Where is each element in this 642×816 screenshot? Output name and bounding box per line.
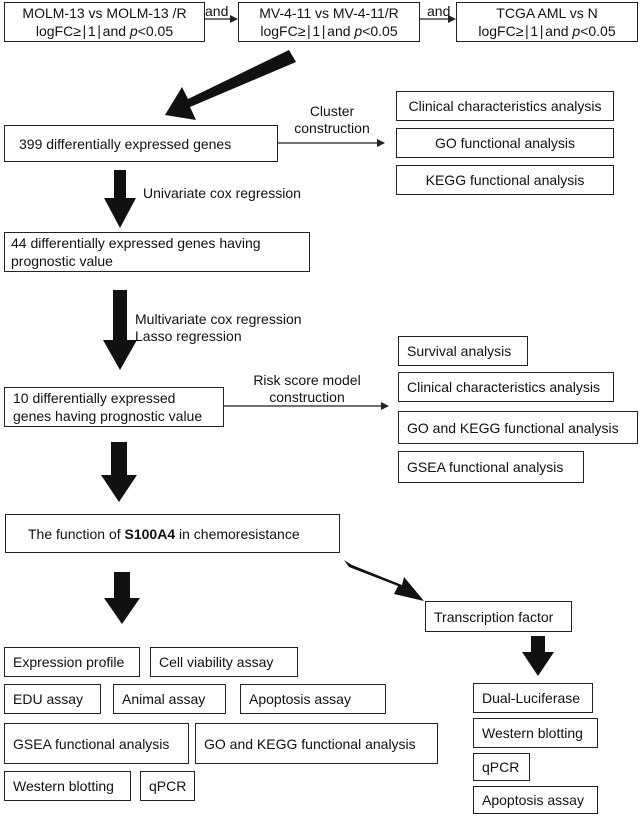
stage3-output-survival: Survival analysis: [398, 336, 528, 366]
tf-output-dual-luciferase: Dual-Luciferase: [473, 683, 593, 713]
tf-output-western: Western blotting: [473, 718, 598, 748]
and-label-1: and: [205, 3, 229, 19]
comparison-box-tcga: TCGA AML vs N logFC≥∣1∣and p<0.05: [456, 2, 638, 42]
and-label-2: and: [427, 3, 451, 19]
comparison-box-molm13: MOLM-13 vs MOLM-13 /R logFC≥∣1∣and p<0.0…: [4, 2, 205, 42]
stage1-box: 399 differentially expressed genes: [4, 125, 278, 162]
stage1-output-clinical: Clinical characteristics analysis: [396, 91, 614, 121]
comparison-line-2: logFC≥∣1∣and p<0.05: [35, 23, 174, 39]
assay-expression-profile: Expression profile: [4, 647, 140, 677]
big-arrow-down-1: [104, 170, 136, 228]
comparison-line-1: MOLM-13 vs MOLM-13 /R: [22, 5, 187, 21]
stage1-label: 399 differentially expressed genes: [19, 135, 232, 152]
stage3-output-gsea: GSEA functional analysis: [398, 451, 584, 483]
comparison-line-2: logFC≥∣1∣and p<0.05: [478, 23, 616, 39]
assay-animal: Animal assay: [113, 684, 226, 714]
stage3-output-clinical: Clinical characteristics analysis: [398, 372, 614, 402]
big-arrow-top-to-stage1: [165, 50, 296, 120]
stage1-output-kegg: KEGG functional analysis: [396, 165, 614, 195]
assay-edu: EDU assay: [4, 684, 101, 714]
tf-output-qpcr: qPCR: [473, 753, 530, 781]
stage1-output-go: GO functional analysis: [396, 128, 614, 158]
assay-qpcr: qPCR: [140, 771, 195, 801]
assay-cell-viability: Cell viability assay: [150, 647, 298, 677]
assay-apoptosis: Apoptosis assay: [240, 684, 386, 714]
tf-output-apoptosis: Apoptosis assay: [473, 786, 598, 814]
assay-go-kegg: GO and KEGG functional analysis: [195, 723, 438, 764]
big-arrow-down-5: [522, 636, 554, 676]
stage4-label: The function of S100A4 in chemoresistanc…: [28, 525, 300, 542]
comparison-line-2: logFC≥∣1∣and p<0.05: [260, 23, 398, 39]
comparison-box-mv411: MV-4-11 vs MV-4-11/R logFC≥∣1∣and p<0.05: [238, 2, 420, 42]
stage3-output-go-kegg: GO and KEGG functional analysis: [398, 411, 638, 444]
cluster-construction-label: Cluster construction: [294, 103, 370, 136]
assay-gsea: GSEA functional analysis: [4, 723, 189, 764]
multivariate-label: Multivariate cox regression Lasso regres…: [135, 311, 302, 344]
stage2-box: 44 differentially expressed genes having…: [4, 232, 310, 272]
big-arrow-down-2: [103, 290, 137, 370]
big-arrow-down-3: [101, 442, 137, 502]
risk-score-label: Risk score model construction: [253, 372, 361, 405]
stage4-box: The function of S100A4 in chemoresistanc…: [5, 514, 340, 553]
comparison-line-1: TCGA AML vs N: [496, 5, 598, 21]
big-arrow-down-4: [104, 572, 140, 624]
stage3-box: 10 differentially expressed genes having…: [4, 387, 224, 427]
tf-box: Transcription factor: [425, 601, 572, 632]
big-arrow-to-tf: [344, 560, 424, 601]
comparison-line-1: MV-4-11 vs MV-4-11/R: [259, 5, 399, 21]
univariate-label: Univariate cox regression: [143, 185, 301, 201]
assay-western: Western blotting: [4, 771, 131, 801]
